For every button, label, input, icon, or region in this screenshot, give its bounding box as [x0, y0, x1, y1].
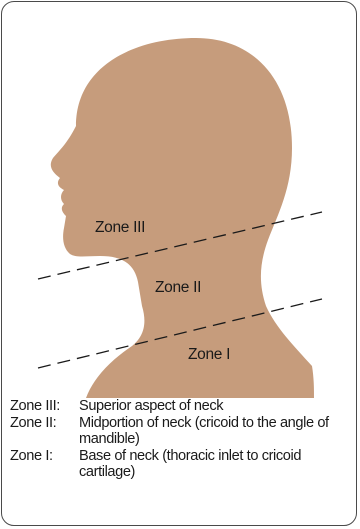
legend-description: Midportion of neck (cricoid to the angle…	[79, 415, 352, 448]
legend-row-zone-2: Zone II: Midportion of neck (cricoid to …	[10, 415, 352, 448]
zone-3-label: Zone III	[95, 219, 145, 236]
neck-zones-figure: Zone III Zone II Zone I	[0, 0, 360, 400]
legend-row-zone-1: Zone I: Base of neck (thoracic inlet to …	[10, 448, 352, 481]
legend-description: Base of neck (thoracic inlet to cricoid …	[79, 448, 352, 481]
legend-term: Zone I:	[10, 448, 79, 465]
zone-2-label: Zone II	[155, 279, 201, 296]
head-neck-silhouette	[51, 38, 314, 398]
zone-legend: Zone III: Superior aspect of neck Zone I…	[10, 398, 352, 481]
legend-term: Zone II:	[10, 415, 79, 432]
zone-1-label: Zone I	[188, 346, 230, 363]
legend-description: Superior aspect of neck	[79, 398, 352, 415]
legend-row-zone-3: Zone III: Superior aspect of neck	[10, 398, 352, 415]
legend-term: Zone III:	[10, 398, 79, 415]
